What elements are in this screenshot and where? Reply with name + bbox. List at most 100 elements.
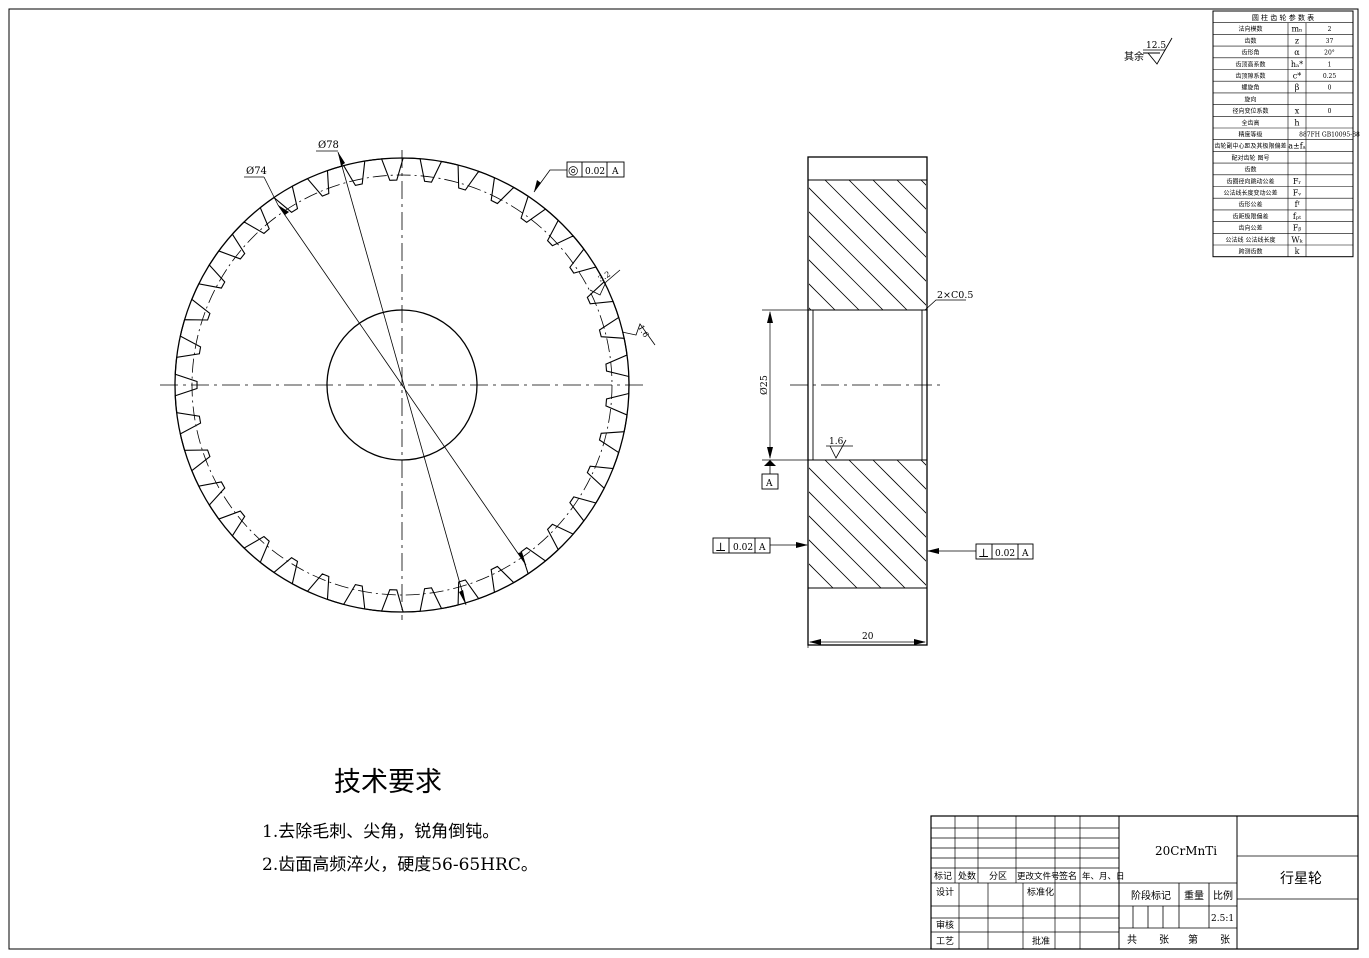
bore-arrow-bottom bbox=[767, 447, 773, 459]
hatch-line bbox=[920, 460, 926, 466]
param-name: 全齿高 bbox=[1241, 119, 1259, 127]
perp-right-value: 0.02 bbox=[995, 549, 1015, 559]
hatch-line bbox=[1017, 180, 1147, 310]
hatch-line bbox=[824, 460, 926, 562]
param-symbol: k bbox=[1295, 247, 1300, 256]
hatch-line bbox=[657, 180, 787, 310]
title-block-revision-grid bbox=[931, 816, 1119, 949]
perp-left-value: 0.02 bbox=[733, 543, 753, 553]
hatch-line bbox=[809, 467, 926, 586]
tb-review: 审核 bbox=[936, 919, 954, 931]
param-value: 20° bbox=[1324, 50, 1335, 57]
tb-h-count: 处数 bbox=[958, 870, 976, 882]
arrow-outer-bottom bbox=[459, 590, 466, 605]
param-value: 0 bbox=[1328, 108, 1332, 115]
tb-stage-label: 阶段标记 bbox=[1131, 889, 1171, 902]
tb-total: 共 bbox=[1127, 934, 1137, 946]
chamfer-text: 2×C0.5 bbox=[937, 290, 973, 301]
tech-item-1: 1.去除毛刺、尖角，锐角倒钝。 bbox=[262, 822, 499, 842]
param-symbol: a±fₐ bbox=[1288, 142, 1306, 151]
dim-outer-text: Ø78 bbox=[318, 140, 339, 151]
bore-dim-text: Ø25 bbox=[759, 375, 770, 395]
hatch-line bbox=[969, 180, 1099, 310]
datum-text: A bbox=[765, 479, 773, 489]
hatch-line bbox=[848, 460, 926, 538]
hatch-line bbox=[809, 283, 836, 310]
tb-scale-value: 2.5:1 bbox=[1211, 914, 1234, 924]
perp-left-datum: A bbox=[758, 543, 766, 553]
hatch-line bbox=[809, 307, 812, 310]
hatch-line bbox=[809, 587, 810, 588]
tb-number: 第 bbox=[1188, 933, 1198, 946]
tb-h-date: 年、月、日 bbox=[1082, 871, 1125, 882]
tb-design: 设计 bbox=[936, 886, 954, 898]
bore-roughness-text: 1.6 bbox=[829, 437, 844, 447]
runout-leader bbox=[533, 169, 567, 193]
param-symbol: h bbox=[1294, 118, 1299, 127]
hatch-line bbox=[633, 180, 763, 310]
param-name: 径向变位系数 bbox=[1232, 107, 1268, 115]
dim-line-root bbox=[277, 204, 527, 566]
param-symbol: Fᵣ bbox=[1293, 177, 1302, 186]
param-name: 齿向公差 bbox=[1238, 224, 1262, 232]
runout-arrow bbox=[534, 180, 541, 192]
surface-rest-value: 12.5 bbox=[1146, 41, 1166, 51]
hatch-line bbox=[1065, 460, 1193, 588]
hatch-line bbox=[809, 211, 908, 310]
param-value: 2 bbox=[1328, 26, 1332, 33]
hatch-upper bbox=[609, 180, 1195, 310]
runout-frame bbox=[566, 161, 625, 178]
technical-requirements: 技术要求 1.去除毛刺、尖角，锐角倒钝。 2.齿面高频淬火，硬度56-65HRC… bbox=[262, 767, 538, 875]
hatch-line bbox=[809, 515, 882, 588]
tech-title: 技术要求 bbox=[334, 767, 442, 798]
title-block: 20CrMnTi 行星轮 阶段标记 重量 比例 2.5:1 共 张 第 张 标记… bbox=[930, 815, 1359, 950]
hatch-line bbox=[609, 180, 739, 310]
width-arrow-right bbox=[914, 639, 926, 645]
hatch-line bbox=[969, 460, 1097, 588]
perp-right-symbol: ⊥ bbox=[978, 546, 989, 560]
width-arrow-left bbox=[809, 639, 821, 645]
param-symbol: z bbox=[1295, 36, 1299, 45]
tb-h-mark: 标记 bbox=[934, 870, 952, 882]
param-value: 1 bbox=[1328, 61, 1332, 68]
runout-value: 0.02 bbox=[585, 167, 605, 177]
tb-h-change-doc: 更改文件号 bbox=[1017, 871, 1060, 882]
tb-process: 工艺 bbox=[936, 936, 954, 947]
perp-right-datum: A bbox=[1021, 549, 1029, 559]
hatch-line bbox=[993, 180, 1123, 310]
param-symbol: x bbox=[1295, 107, 1300, 116]
width-dim-text: 20 bbox=[862, 632, 874, 642]
perp-left-arrow bbox=[796, 542, 808, 548]
hatch-line bbox=[1065, 180, 1195, 310]
param-name: 螺旋角 bbox=[1241, 84, 1259, 92]
param-name: 跨测齿数 bbox=[1238, 248, 1262, 256]
param-symbol: c* bbox=[1293, 72, 1301, 81]
param-name: 法向模数 bbox=[1238, 25, 1262, 33]
arrow-outer-top bbox=[338, 152, 345, 166]
param-name: 齿轮副中心距及其极限偏差 bbox=[1214, 142, 1286, 150]
datum-box bbox=[761, 473, 779, 490]
hatch-line bbox=[945, 460, 1073, 588]
hatch-line bbox=[809, 187, 926, 306]
title-block-frame bbox=[930, 815, 1359, 950]
roughness-b-text: 1.6 bbox=[636, 324, 650, 340]
perp-frame-right bbox=[975, 543, 1034, 560]
hatch-line bbox=[1041, 180, 1171, 310]
tb-h-sign: 签名 bbox=[1059, 870, 1077, 882]
tb-sheet-1: 张 bbox=[1159, 934, 1169, 946]
dim-root-text: Ø74 bbox=[246, 166, 267, 177]
param-symbol: Fᵦ bbox=[1293, 224, 1302, 233]
runout-datum: A bbox=[611, 167, 619, 177]
perp-frame-left bbox=[712, 537, 771, 554]
param-table-frame bbox=[1212, 10, 1354, 258]
hatch-line bbox=[848, 180, 926, 258]
hatch-line bbox=[809, 539, 858, 588]
arrow-root-top bbox=[278, 205, 289, 215]
param-value: 887FH GB10095-88 bbox=[1299, 132, 1360, 139]
dim-leader-root-b bbox=[263, 176, 279, 206]
surface-rest-symbol: 其余 12.5 bbox=[1124, 37, 1173, 65]
tb-sheet-2: 张 bbox=[1220, 934, 1230, 946]
hatch-line bbox=[896, 180, 926, 210]
